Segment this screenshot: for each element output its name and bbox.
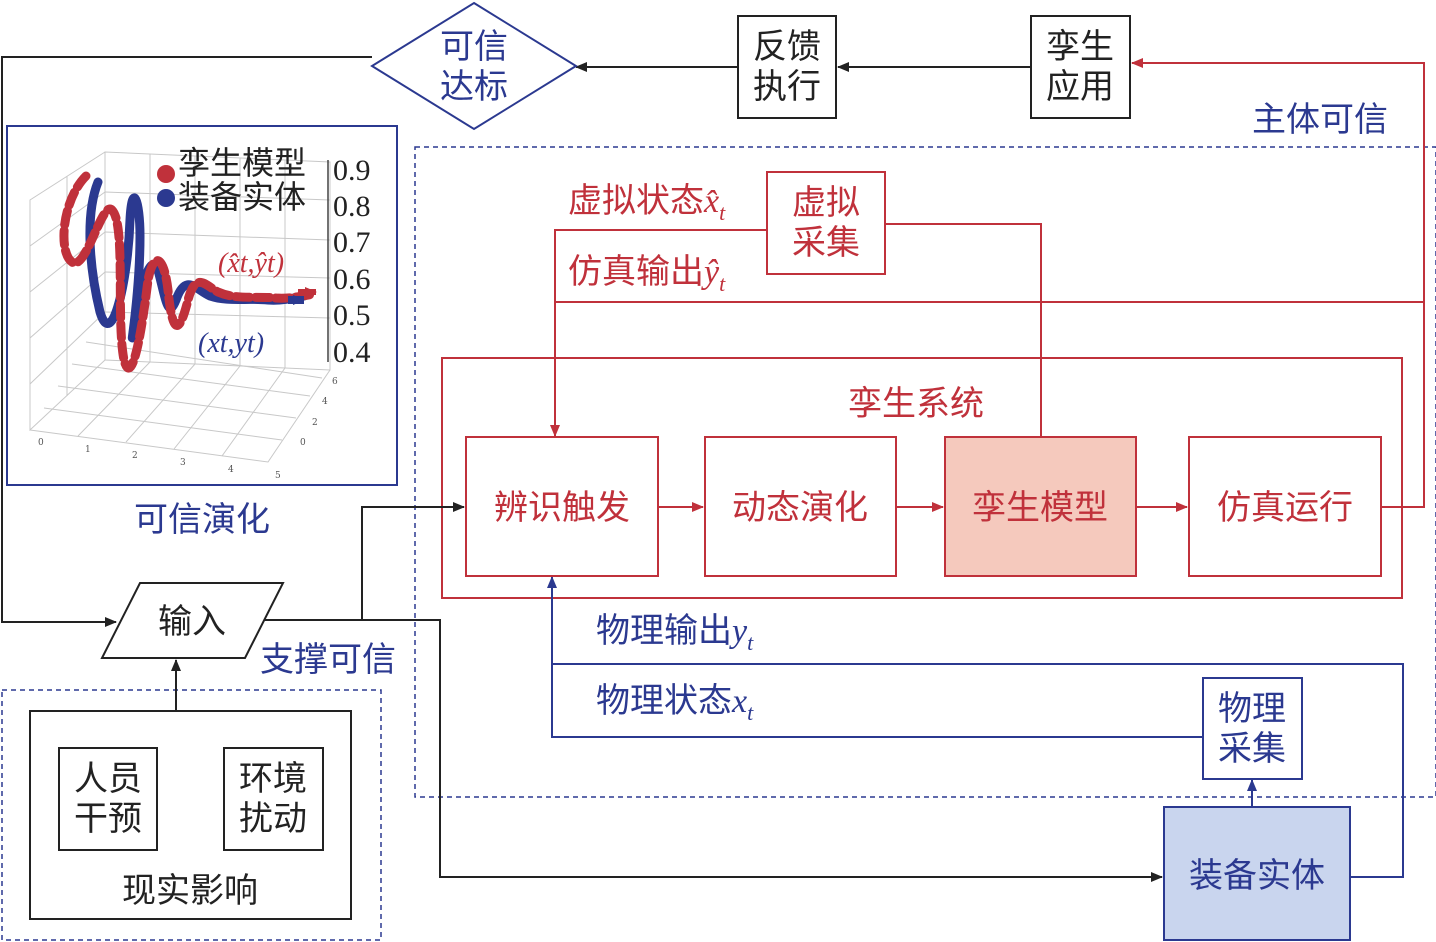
- twin-app-label: 孪生应用: [1046, 27, 1114, 107]
- virtual-state-text: 虚拟状态: [568, 181, 704, 221]
- edge-virtual-state: [885, 223, 1042, 436]
- svg-text:3: 3: [180, 458, 186, 468]
- trust-reached-diamond: [370, 1, 578, 131]
- input-parallelogram: [100, 582, 285, 659]
- svg-text:0: 0: [300, 438, 306, 448]
- z-axis-ticks: 0.9 0.8 0.7 0.6 0.5 0.4: [333, 154, 371, 369]
- support-trust-label: 支撑可信: [260, 640, 396, 680]
- physical-output-text: 物理输出: [596, 611, 732, 651]
- dynamic-evolve-box: [704, 436, 897, 577]
- person-intervene-label: 人员干预: [74, 759, 142, 839]
- twin-model-box: [944, 436, 1137, 577]
- twin-system-frame: [441, 357, 1403, 599]
- edge-input-to-identify: [245, 502, 465, 621]
- virtual-trajectory-label: (x̂t,ŷt): [218, 248, 284, 279]
- edge-virtual-state-left: [554, 229, 767, 302]
- inset-frame: [6, 125, 398, 486]
- z-tick: 0.7: [333, 226, 371, 259]
- svg-text:6: 6: [332, 377, 338, 387]
- physical-collect-box: [1202, 677, 1303, 780]
- svg-text:4: 4: [228, 465, 234, 475]
- sim-output-symbol: ŷ: [701, 254, 720, 291]
- svg-text:0: 0: [38, 438, 44, 448]
- physical-trajectory-label: (xt,yt): [198, 328, 264, 359]
- twin-app-box: [1030, 15, 1131, 119]
- dynamic-evolve-label: 动态演化: [732, 488, 868, 528]
- physical-state-subscript: t: [747, 700, 754, 725]
- virtual-state-label: 虚拟状态x̂t: [568, 181, 726, 225]
- sim-run-box: [1188, 436, 1382, 577]
- reality-influence-label: 现实影响: [122, 871, 258, 911]
- edge-physical-output: [547, 576, 1404, 878]
- legend-twin-model-marker: [157, 165, 175, 183]
- identify-trigger-box: [465, 436, 659, 577]
- z-tick: 0.8: [333, 190, 371, 223]
- twin-model-label: 孪生模型: [972, 488, 1108, 528]
- svg-text:2: 2: [312, 418, 318, 428]
- feedback-exec-label: 反馈执行: [753, 27, 821, 107]
- virtual-state-subscript: t: [719, 200, 726, 225]
- physical-state-symbol: x: [731, 683, 747, 720]
- svg-text:5: 5: [275, 471, 281, 481]
- twin-system-label: 孪生系统: [848, 384, 984, 424]
- svg-text:4: 4: [322, 397, 328, 407]
- physical-collect-label: 物理采集: [1218, 689, 1286, 769]
- z-tick: 0.6: [333, 263, 371, 296]
- subject-trust-region: [414, 146, 1436, 798]
- virtual-collect-label: 虚拟采集: [792, 183, 860, 263]
- person-intervene-box: [58, 747, 158, 851]
- legend-entity-label: 装备实体: [178, 178, 306, 216]
- physical-output-subscript: t: [747, 630, 754, 655]
- sim-output-subscript: t: [719, 271, 726, 296]
- virtual-state-symbol: x̂: [703, 183, 719, 220]
- virtual-collect-box: [766, 171, 886, 275]
- edge-trust-to-input: [1, 56, 372, 627]
- env-disturb-label: 环境扰动: [239, 759, 307, 839]
- physical-state-label: 物理状态xt: [596, 681, 754, 725]
- svg-text:1: 1: [85, 445, 91, 455]
- physical-output-symbol: y: [729, 613, 748, 650]
- svg-text:2: 2: [132, 451, 138, 461]
- sim-output-label: 仿真输出ŷt: [568, 252, 726, 296]
- edge-physical-state: [551, 664, 1203, 738]
- physical-state-text: 物理状态: [596, 681, 732, 721]
- z-tick: 0.9: [333, 154, 371, 187]
- trusted-evolution-label: 可信演化: [134, 500, 270, 540]
- subject-trust-label: 主体可信: [1252, 100, 1388, 140]
- feedback-exec-box: [737, 15, 837, 119]
- virtual-trajectory-curve: [59, 171, 319, 373]
- legend-entity-marker: [157, 189, 175, 207]
- equipment-entity-label: 装备实体: [1189, 856, 1325, 896]
- physical-trajectory-curve: [85, 177, 309, 343]
- edge-simrun-to-app: [1131, 58, 1425, 508]
- identify-trigger-label: 辨识触发: [494, 488, 630, 528]
- input-label: 输入: [158, 602, 226, 642]
- sim-run-label: 仿真运行: [1217, 488, 1353, 528]
- edge-sim-output: [550, 301, 1424, 437]
- z-tick: 0.5: [333, 299, 371, 332]
- trust-reached-label: 可信达标: [440, 27, 508, 107]
- sim-output-text: 仿真输出: [568, 252, 704, 292]
- legend-twin-model-label: 孪生模型: [178, 144, 306, 182]
- z-tick: 0.4: [333, 336, 371, 369]
- support-trust-region: [1, 689, 382, 941]
- physical-output-label: 物理输出yt: [596, 611, 754, 655]
- equipment-entity-box: [1163, 806, 1351, 941]
- env-disturb-box: [223, 747, 324, 851]
